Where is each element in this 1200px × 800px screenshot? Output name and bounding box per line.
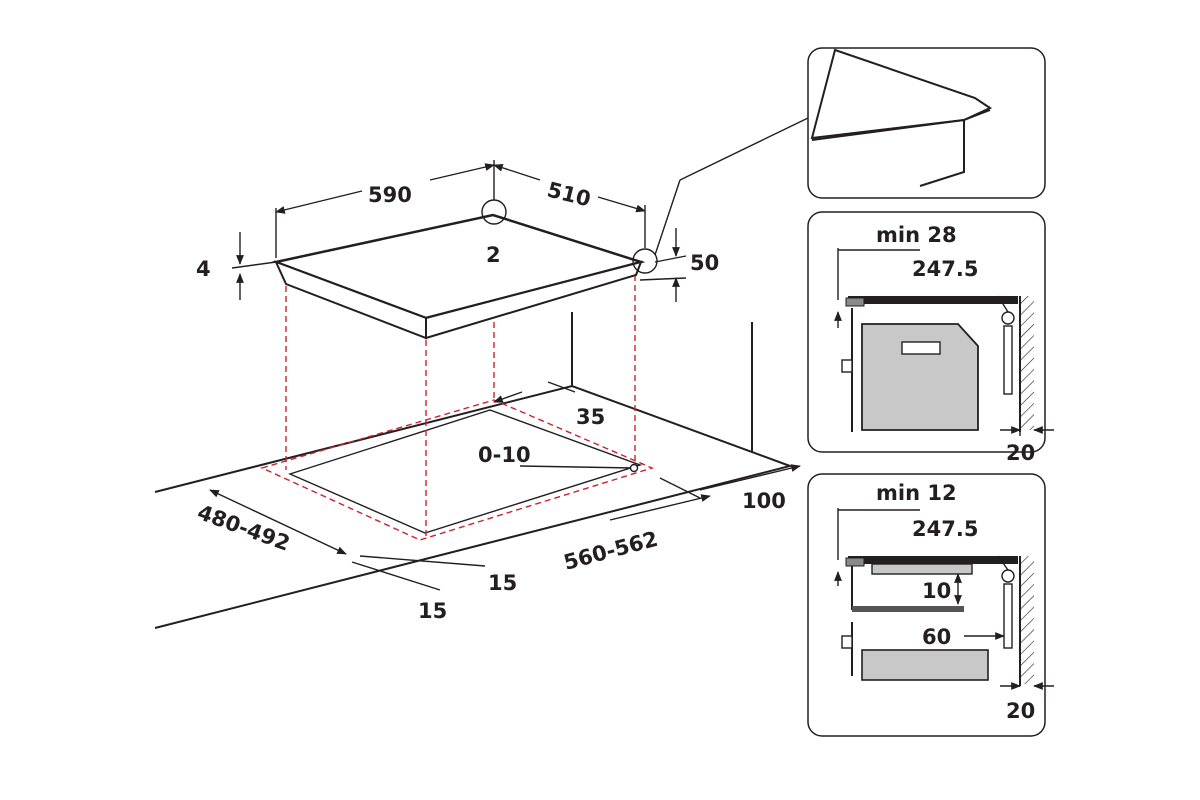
detail-drawer-wall-gap: 20	[1006, 699, 1035, 723]
detail-oven-wall-gap: 20	[1006, 441, 1035, 465]
detail-drawer-10: 10	[922, 579, 951, 603]
detail-oven-panel: min 28 247.5 20	[807, 211, 1054, 465]
detail-edge-panel	[807, 47, 1046, 199]
main-labels: 590 510 2 4 50 35 0-10 480-492 560-562 1…	[194, 178, 786, 623]
dim-560-562: 560-562	[561, 527, 660, 575]
cutout-opening	[259, 399, 655, 541]
dimension-lines	[209, 160, 801, 591]
callout-line	[654, 179, 681, 256]
dim-15-right: 15	[488, 571, 517, 595]
dim-0-10: 0-10	[478, 443, 531, 467]
dim-590: 590	[368, 183, 412, 207]
callout-line-2	[679, 117, 809, 181]
dim-15-left: 15	[418, 599, 447, 623]
dim-50: 50	[690, 251, 719, 275]
detail-drawer-60: 60	[922, 625, 951, 649]
detail-drawer-min: min 12	[876, 481, 957, 505]
worktop	[154, 312, 794, 629]
detail-oven-min: min 28	[876, 223, 957, 247]
detail-drawer-panel: min 12 247.5 10 60 20	[807, 473, 1054, 737]
main-view: 590 510 2 4 50 35 0-10 480-492 560-562 1…	[154, 117, 809, 629]
dim-2: 2	[486, 243, 501, 267]
projection-lines	[285, 275, 636, 536]
dim-35: 35	[576, 405, 605, 429]
dim-100: 100	[742, 489, 786, 513]
dim-4: 4	[196, 257, 211, 281]
dim-510: 510	[545, 178, 593, 212]
dim-480-492: 480-492	[194, 500, 293, 556]
detail-oven-247-5: 247.5	[912, 257, 978, 281]
hob	[271, 199, 658, 340]
detail-drawer-247-5: 247.5	[912, 517, 978, 541]
